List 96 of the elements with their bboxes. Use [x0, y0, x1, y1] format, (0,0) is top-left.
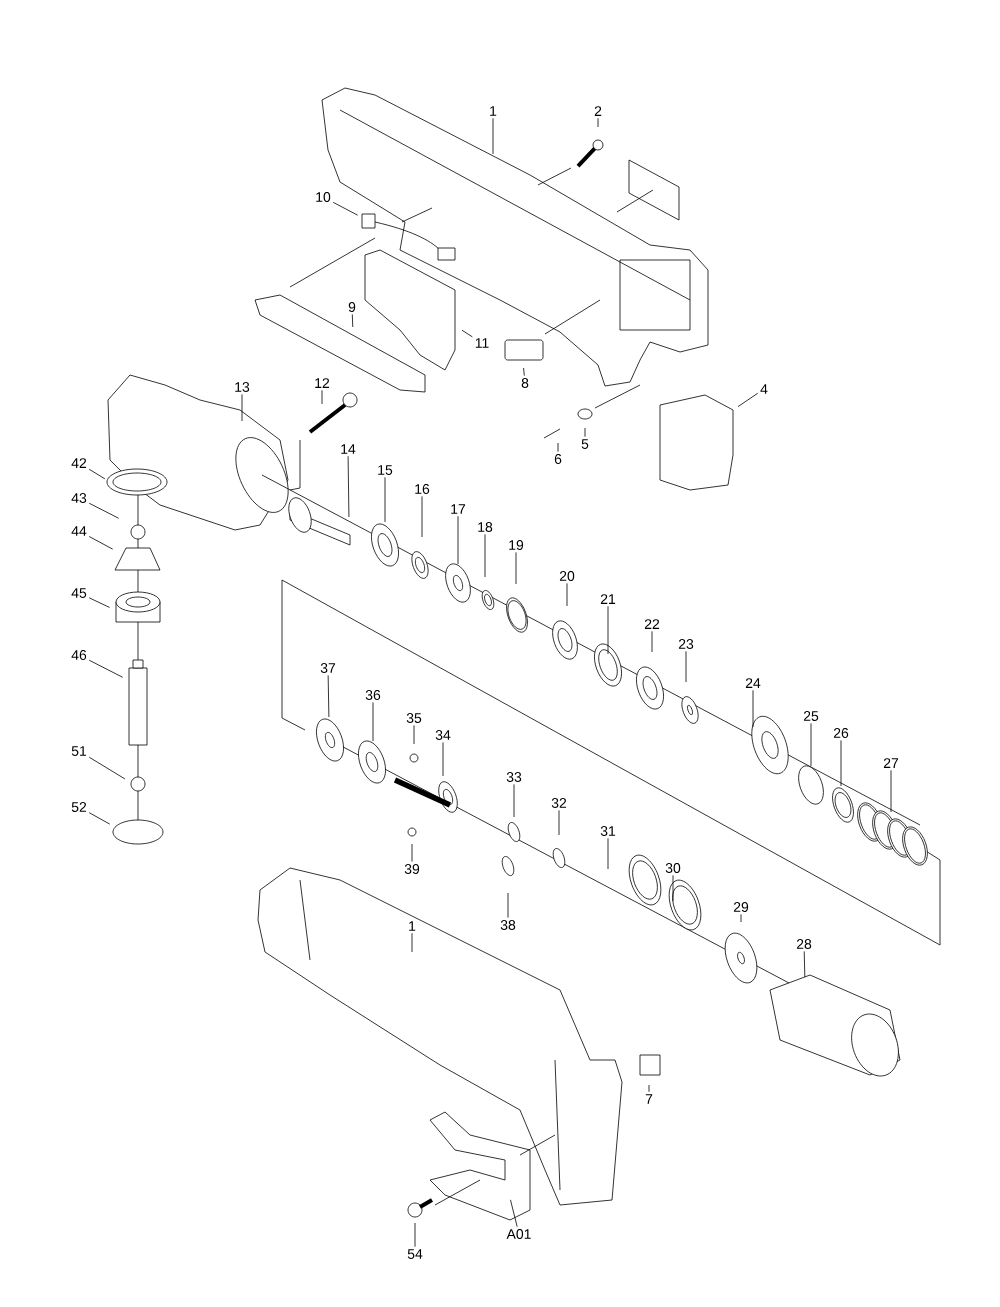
leader-line: [88, 536, 114, 550]
leader-line: [321, 389, 323, 405]
leader-line: [413, 724, 415, 745]
leader-line: [347, 455, 350, 518]
leader-line: [740, 913, 742, 923]
callout-number: 12: [315, 378, 330, 388]
callout-number: 33: [506, 772, 522, 782]
leader-line: [513, 783, 515, 818]
callout-number: 6: [554, 454, 562, 464]
callout-number: 39: [404, 864, 420, 874]
callout-number: 25: [803, 711, 819, 721]
leader-line: [332, 201, 359, 216]
callout-number: 8: [521, 378, 529, 388]
leader-line: [88, 502, 120, 519]
leader-line: [88, 597, 110, 608]
leader-line: [351, 313, 354, 328]
callout-number: 27: [883, 758, 899, 768]
leader-line: [384, 476, 386, 523]
callout-number: 37: [320, 663, 336, 673]
callout-number: 18: [478, 522, 493, 532]
callout-number: 7: [645, 1094, 653, 1104]
callout-number: 38: [500, 920, 516, 930]
callout-number: A01: [506, 1229, 531, 1239]
callout-number: 9: [348, 302, 356, 312]
callout-number: 36: [365, 690, 381, 700]
leader-line: [492, 117, 494, 155]
callout-number: 22: [644, 619, 660, 629]
callout-number: 15: [378, 465, 393, 475]
leader-line: [803, 950, 806, 978]
callout-number: 46: [71, 650, 87, 660]
leader-line: [88, 659, 124, 678]
leader-line: [651, 630, 653, 653]
leader-line: [523, 367, 525, 377]
callout-number: 45: [71, 588, 87, 598]
leader-line: [810, 722, 812, 767]
callout-number: 29: [733, 902, 749, 912]
leader-line: [890, 769, 892, 813]
leader-line: [510, 1199, 518, 1228]
callout-number: 16: [415, 484, 430, 494]
callout-number: 28: [796, 939, 812, 949]
leader-line: [372, 701, 374, 742]
leader-line: [515, 551, 517, 585]
leader-line: [597, 117, 599, 128]
callout-number: 13: [235, 382, 250, 392]
leader-line: [584, 427, 586, 438]
callout-number: 4: [760, 384, 768, 394]
leader-line: [457, 515, 459, 565]
leader-line: [607, 605, 609, 655]
leader-line: [737, 392, 759, 408]
leader-line: [672, 874, 674, 902]
callout-number: 20: [559, 571, 575, 581]
callout-number: 43: [71, 493, 87, 503]
callout-number: 24: [745, 678, 761, 688]
callout-number: 5: [581, 439, 589, 449]
leader-line: [88, 812, 111, 825]
callout-number: 10: [316, 192, 331, 202]
callout-number: 30: [665, 863, 681, 873]
callout-number: 35: [406, 713, 422, 723]
leader-line: [648, 1084, 650, 1093]
callout-number: 51: [71, 746, 87, 756]
callout-number: 31: [600, 826, 616, 836]
callout-number: 14: [341, 444, 356, 454]
leader-line: [414, 1222, 416, 1248]
leader-line: [607, 837, 609, 870]
leader-line: [558, 809, 560, 836]
callout-number: 1: [409, 921, 416, 931]
leader-line: [411, 932, 413, 953]
leader-line: [411, 843, 413, 863]
leader-line: [327, 674, 330, 718]
leader-line: [442, 741, 444, 777]
leader-line: [461, 329, 473, 338]
callout-number: 19: [509, 540, 524, 550]
callout-number: 17: [451, 504, 466, 514]
callout-number: 32: [551, 798, 567, 808]
callout-number: 11: [475, 338, 489, 348]
leader-line: [484, 533, 486, 578]
leader-line: [241, 393, 243, 422]
callout-number: 54: [407, 1249, 423, 1259]
leader-line: [557, 442, 559, 453]
callout-number: 1: [490, 106, 497, 116]
callout-number: 21: [600, 594, 616, 604]
callout-number: 42: [71, 458, 87, 468]
callout-number: 23: [678, 639, 694, 649]
callout-number: 34: [435, 730, 451, 740]
leader-line: [840, 739, 842, 787]
leader-line: [566, 582, 568, 607]
leader-line: [421, 495, 423, 538]
leader-line: [507, 892, 509, 919]
callout-number: 26: [833, 728, 849, 738]
callout-number: 52: [71, 802, 87, 812]
leader-line: [752, 689, 754, 728]
leader-line: [88, 468, 106, 480]
callout-number: 2: [594, 106, 602, 116]
leader-line: [685, 650, 687, 683]
callout-number: 44: [71, 526, 87, 536]
leader-line: [88, 756, 126, 780]
